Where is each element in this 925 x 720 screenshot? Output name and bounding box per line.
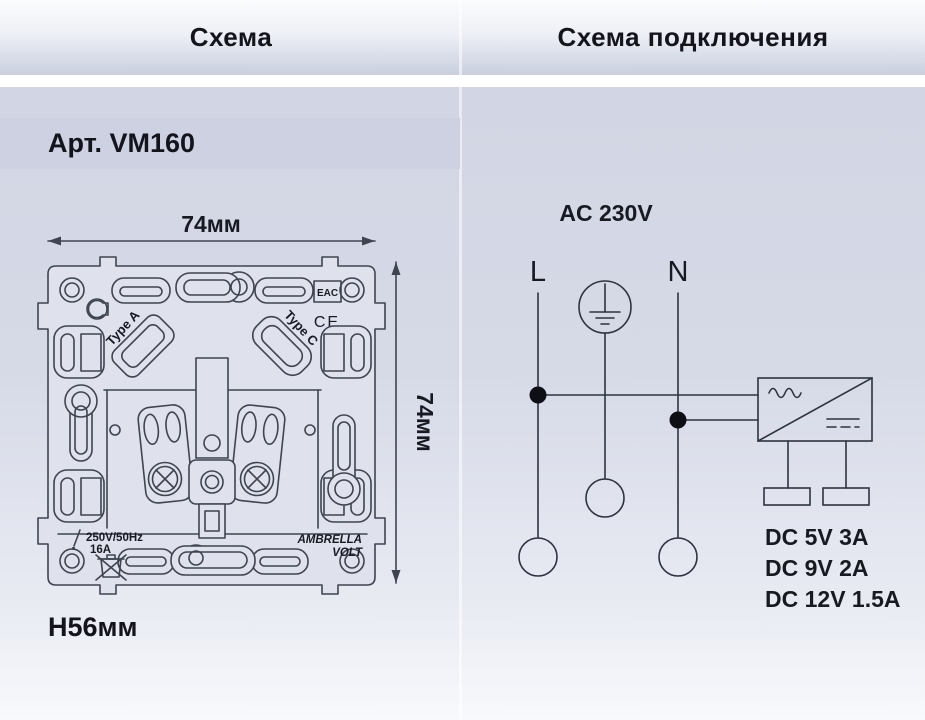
rating-line2: 16A (90, 544, 111, 556)
dimension-height: 74мм (391, 261, 438, 584)
neutral-wire-label: N (668, 256, 689, 288)
terminal-circle-line (518, 537, 558, 577)
header-left: Схема (0, 0, 462, 75)
brand-line1: AMBRELLA (296, 534, 362, 546)
dc-ratings: DC 5V 3A DC 9V 2A DC 12V 1.5A (765, 524, 901, 612)
arrowhead-right-icon (362, 236, 375, 246)
usb-a-port (111, 314, 175, 378)
ground-symbol-icon (578, 280, 632, 334)
mechanism-drawing: 74мм 74мм (37, 211, 438, 595)
keyhole-oval-left (64, 384, 98, 462)
header: Схема Схема подключения (0, 0, 925, 75)
dimension-width: 74мм (47, 211, 376, 246)
depth-dimension-label: H56мм (48, 612, 138, 642)
panel-divider (459, 0, 462, 720)
claw-slot-top-left (111, 277, 171, 304)
dc-port-right (822, 487, 870, 506)
rating-line1: 250V/50Hz (86, 532, 143, 544)
ac-voltage-label: AC 230V (559, 200, 653, 226)
header-right: Схема подключения (462, 0, 924, 75)
side-bracket-left-upper (53, 325, 105, 379)
junction-dot-line (529, 386, 547, 404)
pen-icon (73, 529, 81, 547)
claw-slot-top-right (254, 277, 314, 304)
central-column (188, 357, 236, 539)
right-panel-title: Схема подключения (557, 22, 829, 52)
pen-icon-tip (71, 546, 76, 551)
claw-slot-bottom-right (251, 548, 309, 575)
brand-line2: VOLT (332, 547, 363, 559)
eac-label: EAC (317, 288, 338, 299)
arrowhead-down-icon (391, 570, 401, 583)
article-number: Арт. VM160 (48, 128, 196, 158)
dc-rating-3: DC 12V 1.5A (765, 586, 901, 612)
article-band: Арт. VM160 (0, 118, 460, 169)
keyhole-slot-top (175, 271, 255, 303)
dc-rating-2: DC 9V 2A (765, 555, 869, 581)
dc-symbol-icon (826, 418, 860, 428)
width-dimension-label: 74мм (181, 211, 241, 237)
terminal-circle-neutral (658, 537, 698, 577)
eac-mark: EAC (313, 280, 342, 303)
line-wire-label: L (530, 256, 546, 288)
side-bracket-right-upper (320, 325, 372, 379)
converter-box (757, 377, 873, 442)
header-separator (0, 75, 925, 87)
rating-text-block: 250V/50Hz 16A (71, 529, 143, 556)
arrowhead-up-icon (391, 262, 401, 275)
pilot-hole-left (109, 424, 121, 436)
claw-slot-bottom-left (117, 548, 175, 575)
wiring-diagram: AC 230V L N (518, 200, 901, 612)
dc-port-left (763, 487, 811, 506)
ac-sine-icon (768, 387, 802, 399)
left-panel-title: Схема (189, 22, 273, 52)
arrowhead-left-icon (48, 236, 61, 246)
junction-dot-neutral (669, 411, 687, 429)
dc-rating-1: DC 5V 3A (765, 524, 869, 550)
terminal-left (137, 404, 194, 504)
terminal-circle-ground (585, 478, 625, 518)
usb-c-port (251, 315, 313, 377)
keyhole-oval-right (327, 414, 361, 506)
terminal-right (229, 404, 286, 504)
brand-text-block: AMBRELLA VOLT (296, 534, 363, 559)
keyhole-slot-bottom (170, 544, 256, 576)
weee-bin-icon (95, 554, 127, 581)
pilot-hole-right (304, 424, 316, 436)
dc-output-ports (763, 440, 870, 506)
mold-mark-icon (86, 298, 109, 320)
height-dimension-label: 74мм (412, 392, 438, 452)
side-bracket-left-lower (53, 469, 105, 523)
